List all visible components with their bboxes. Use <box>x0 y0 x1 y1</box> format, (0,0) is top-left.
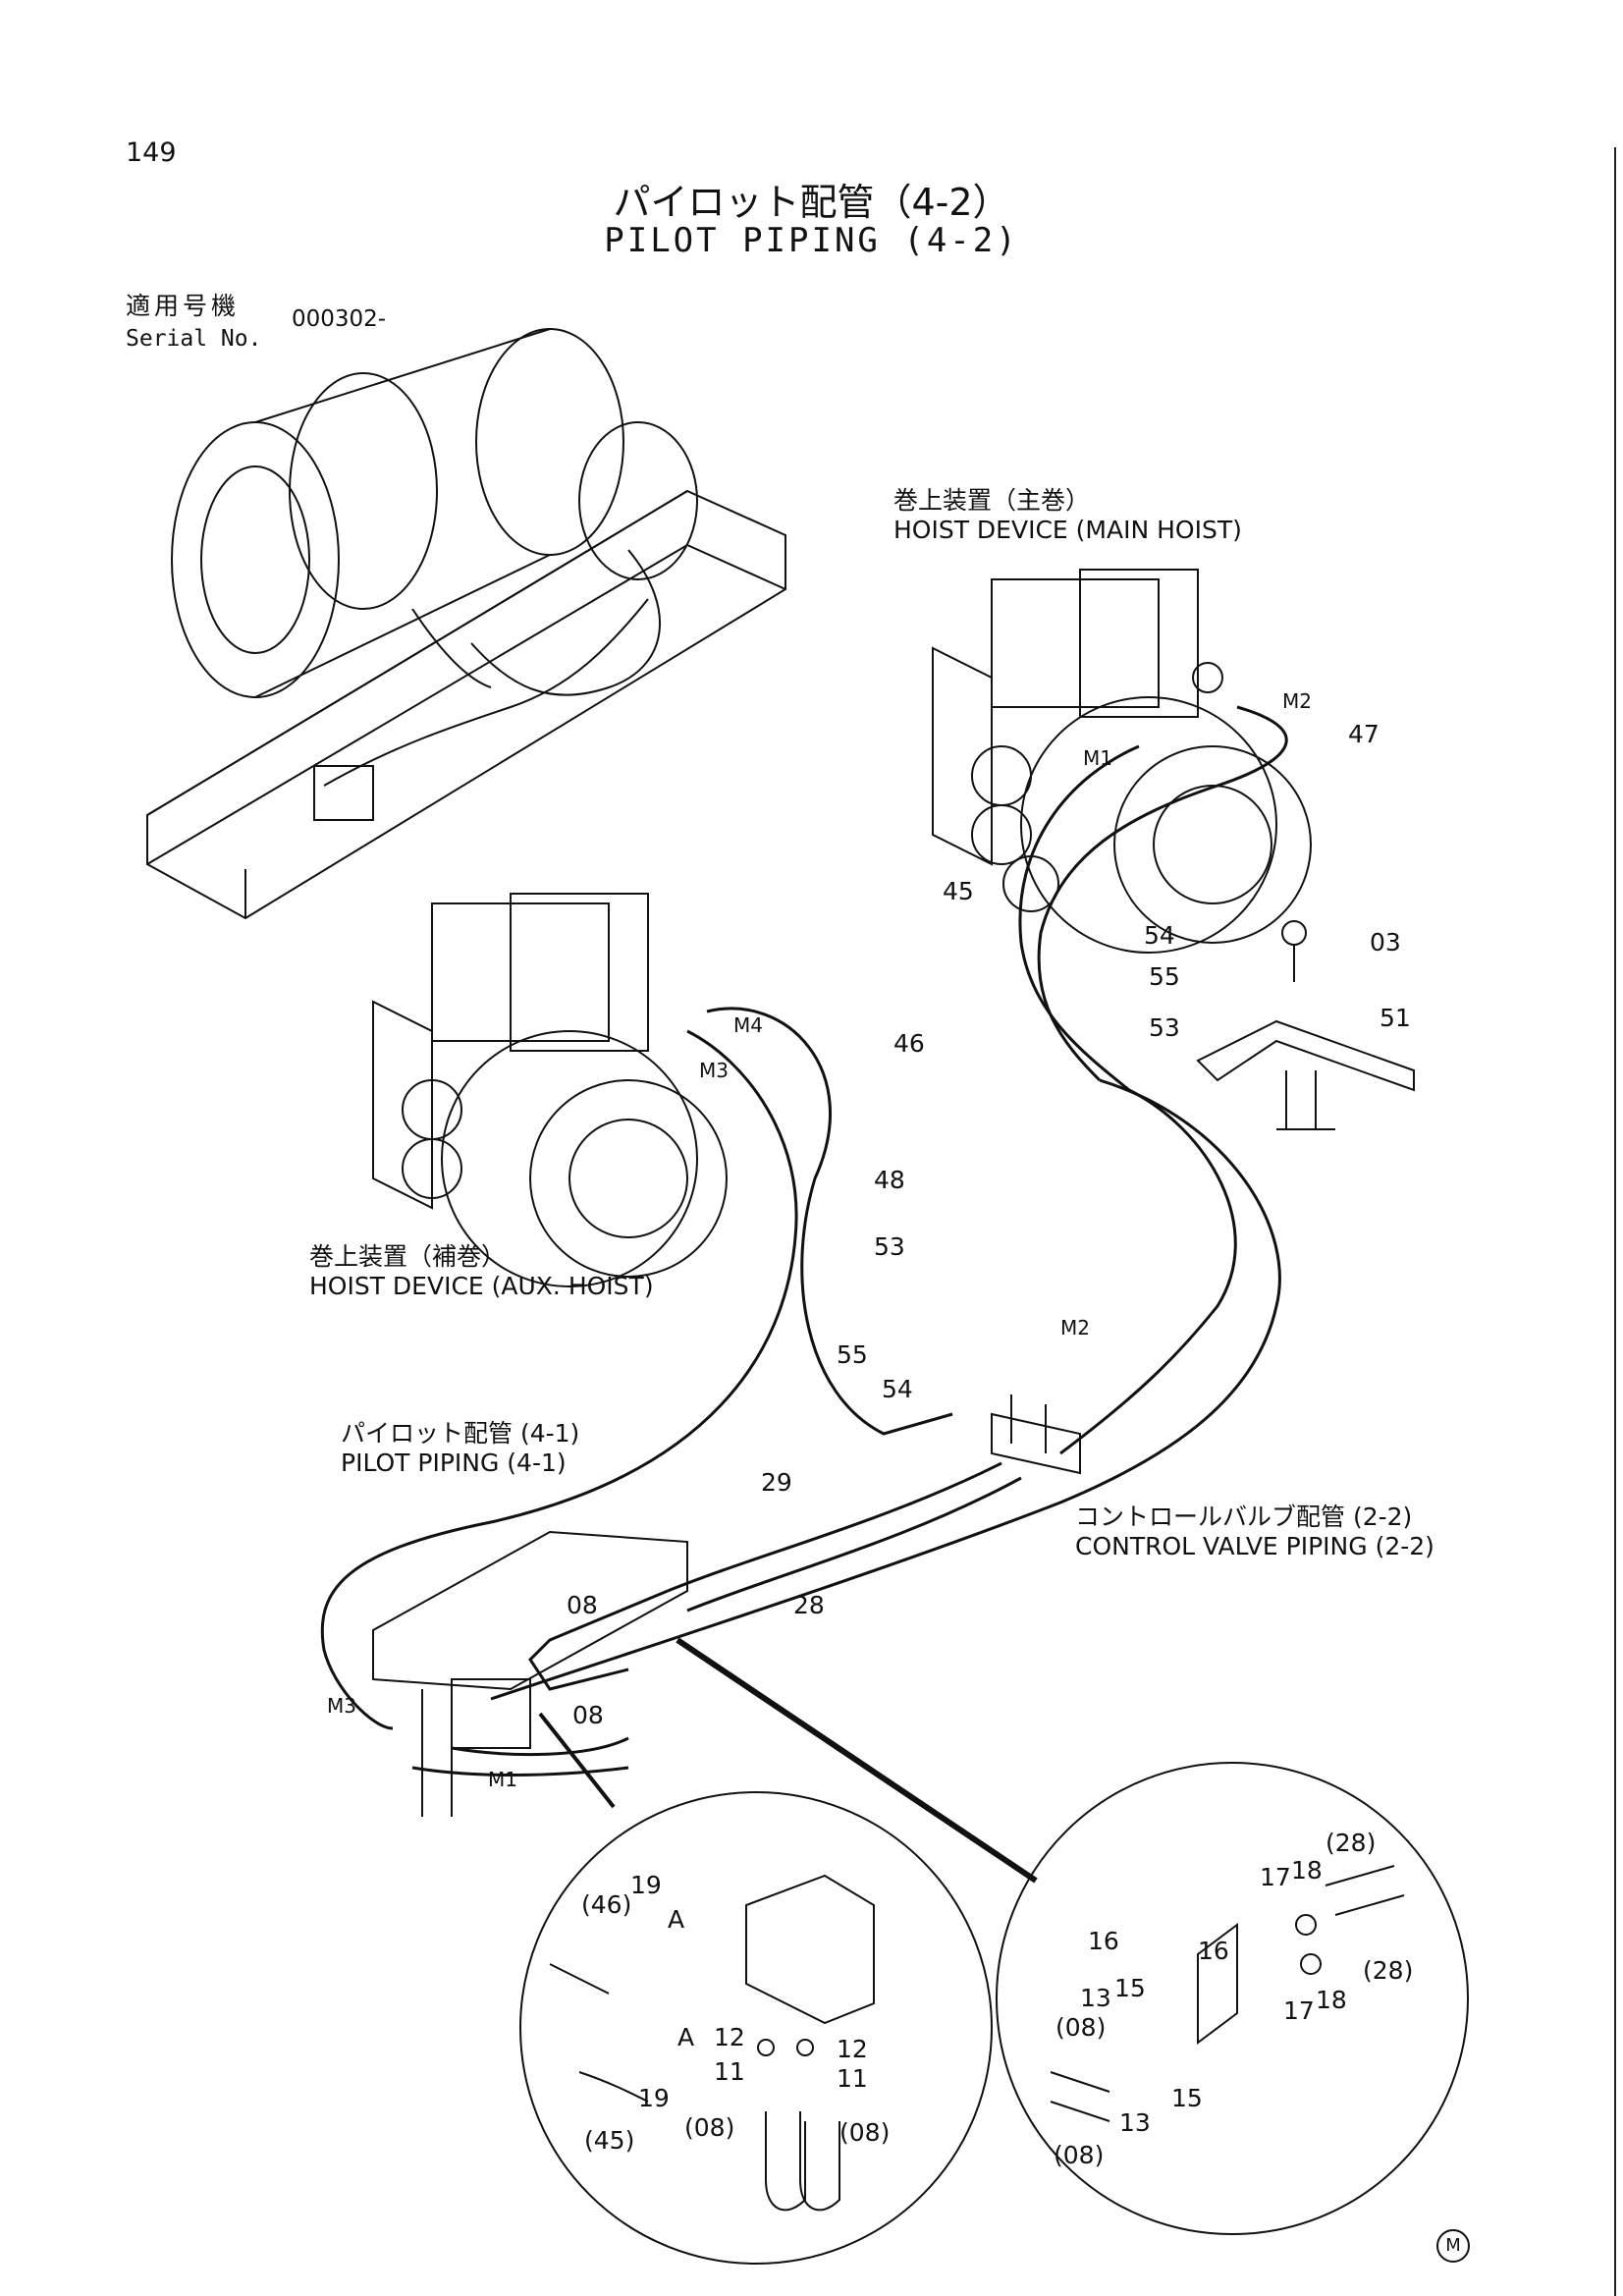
callout-53a: 53 <box>1149 1013 1180 1042</box>
callout-45: 45 <box>943 877 974 905</box>
detail-left-12b: 12 <box>837 2035 868 2063</box>
detail-left-a1: A <box>668 1905 685 1934</box>
callout-54a: 54 <box>1144 921 1175 950</box>
port-m3-lower: M3 <box>327 1694 356 1718</box>
page-title-en: PILOT PIPING (4-2) <box>604 221 1019 260</box>
pilot-valve-drawing <box>372 1530 688 1817</box>
cv-label-en: CONTROL VALVE PIPING (2-2) <box>1075 1532 1434 1560</box>
callout-29: 29 <box>761 1468 792 1497</box>
detail-right-28b: (28) <box>1363 1956 1414 1985</box>
port-m4-aux: M4 <box>733 1013 763 1037</box>
callout-03: 03 <box>1370 928 1401 957</box>
callout-08a: 08 <box>567 1591 598 1619</box>
detail-right-drawing <box>1050 1865 1405 2122</box>
winch-overview-drawing <box>146 328 786 920</box>
detail-right-15b: 15 <box>1171 2084 1203 2112</box>
callout-08b: 08 <box>572 1701 604 1729</box>
detail-right-13b: 13 <box>1119 2108 1151 2137</box>
detail-left-45: (45) <box>584 2126 635 2155</box>
control-valve-drawing <box>991 1394 1081 1475</box>
detail-right-13a: 13 <box>1080 1984 1111 2012</box>
callout-55b: 55 <box>837 1340 868 1369</box>
detail-right-15a: 15 <box>1114 1974 1146 2002</box>
main-hoist-label-jp: 巻上装置（主巻） <box>893 486 1091 515</box>
detail-left-a2: A <box>677 2023 695 2051</box>
detail-left-19a: 19 <box>630 1871 662 1899</box>
pilot-41-label-en: PILOT PIPING (4-1) <box>341 1449 567 1477</box>
port-m3-aux: M3 <box>699 1059 729 1082</box>
detail-left-drawing <box>549 1874 875 2212</box>
detail-right-18b: 18 <box>1316 1986 1347 2014</box>
detail-circle-left <box>519 1791 993 2265</box>
page-title-jp: パイロット配管（4-2） <box>613 181 1010 224</box>
callout-47: 47 <box>1348 720 1380 748</box>
detail-left-11a: 11 <box>714 2057 745 2086</box>
aux-hoist-motor-drawing <box>372 893 728 1287</box>
bracket-drawing <box>1196 920 1415 1130</box>
hose-lines <box>320 705 1288 1777</box>
detail-left-08b: (08) <box>839 2118 891 2147</box>
detail-left-11b: 11 <box>837 2064 868 2093</box>
detail-right-08a: (08) <box>1055 2013 1107 2042</box>
cv-label-jp: コントロールバルブ配管 (2-2) <box>1075 1503 1413 1531</box>
callout-28: 28 <box>793 1591 825 1619</box>
callout-55a: 55 <box>1149 962 1180 991</box>
detail-right-16b: 16 <box>1198 1937 1229 1965</box>
detail-left-08a: (08) <box>684 2113 735 2142</box>
detail-right-18a: 18 <box>1291 1856 1323 1885</box>
port-m2-top: M2 <box>1282 689 1312 713</box>
detail-right-16a: 16 <box>1088 1927 1119 1955</box>
callout-48: 48 <box>874 1166 905 1194</box>
detail-right-17b: 17 <box>1283 1996 1315 2025</box>
port-m1-top: M1 <box>1083 746 1112 770</box>
serial-value: 000302- <box>292 306 387 332</box>
page-edge-rule <box>1614 147 1616 2296</box>
detail-left-12a: 12 <box>714 2023 745 2051</box>
detail-right-17a: 17 <box>1260 1863 1291 1891</box>
callout-51: 51 <box>1380 1004 1411 1032</box>
main-hoist-motor-drawing <box>932 569 1312 954</box>
detail-left-46: (46) <box>581 1890 632 1919</box>
serial-label-jp: 適用号機 <box>126 292 241 320</box>
callout-53b: 53 <box>874 1232 905 1261</box>
pilot-41-label-jp: パイロット配管 (4-1) <box>341 1419 580 1448</box>
detail-right-28a: (28) <box>1325 1829 1377 1857</box>
page-number: 149 <box>126 137 177 168</box>
main-hoist-label-en: HOIST DEVICE (MAIN HOIST) <box>893 516 1242 544</box>
port-m1-lower: M1 <box>488 1768 517 1791</box>
port-m2-cv: M2 <box>1060 1316 1090 1339</box>
detail-right-08b: (08) <box>1054 2141 1105 2169</box>
callout-46: 46 <box>893 1029 925 1058</box>
callout-54b: 54 <box>882 1375 913 1403</box>
manufacturer-mark: M <box>1436 2229 1470 2263</box>
serial-label-en: Serial No. <box>126 326 262 352</box>
detail-circle-right <box>996 1762 1469 2235</box>
aux-hoist-label-jp: 巻上装置（補巻） <box>309 1242 507 1271</box>
aux-hoist-label-en: HOIST DEVICE (AUX. HOIST) <box>309 1272 654 1300</box>
detail-left-19b: 19 <box>638 2084 670 2112</box>
